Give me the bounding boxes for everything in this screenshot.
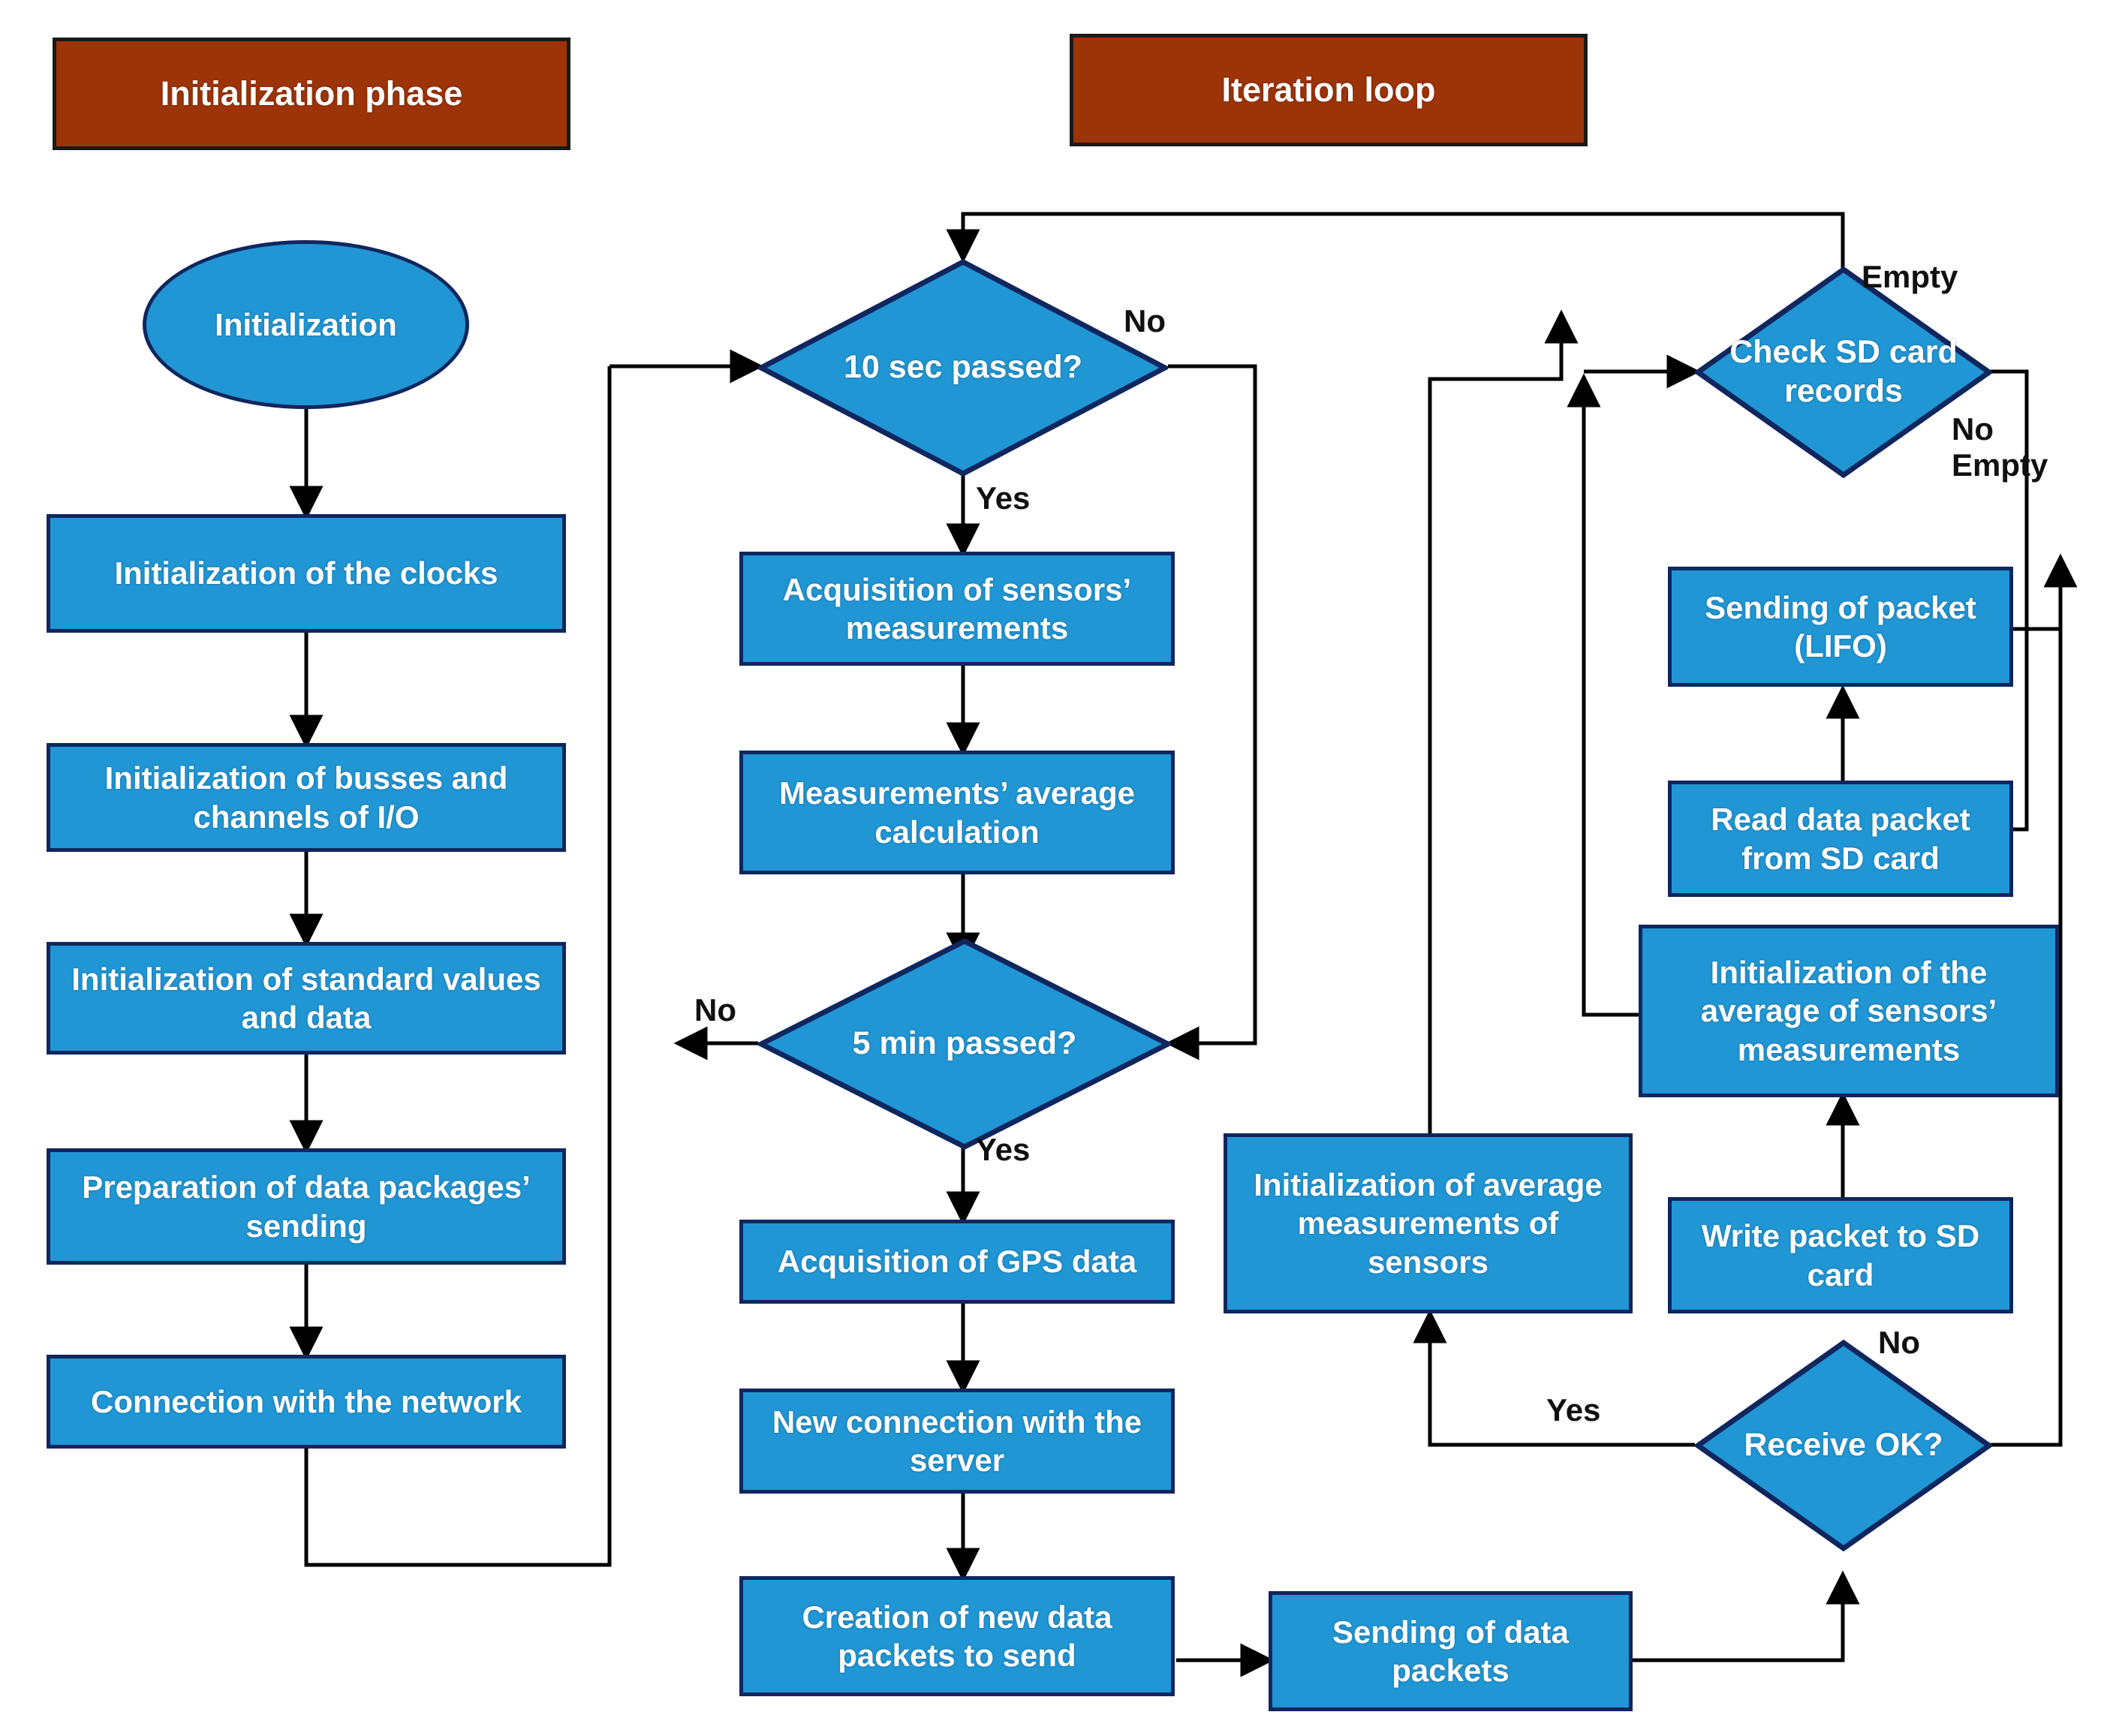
node-acq-sensors: Acquisition of sensors’ measurements: [739, 552, 1175, 666]
node-init-avg-of-sensors: Initialization of the average of sensors…: [1639, 925, 2059, 1097]
node-avg-calculation-label: Measurements’ average calculation: [779, 775, 1135, 850]
edge-label-no-5min: No: [694, 992, 736, 1027]
diamond-shape-5min: [755, 938, 1174, 1150]
edge-label-yes-5min: Yes: [976, 1132, 1031, 1167]
node-sending-packet-lifo-label: Sending of packet (LIFO): [1705, 589, 1976, 663]
edge-label-empty-sd: Empty: [1862, 259, 1958, 294]
node-init-clocks-label: Initialization of the clocks: [114, 555, 498, 591]
node-five-min-passed: 5 min passed?: [755, 938, 1174, 1150]
node-init-busses-label: Initialization of busses and channels of…: [104, 760, 508, 835]
node-acq-sensors-label: Acquisition of sensors’ measurements: [782, 571, 1132, 645]
banner-iteration-loop-label: Iteration loop: [1221, 70, 1436, 109]
node-write-packet-sd: Write packet to SD card: [1668, 1197, 2013, 1313]
node-read-packet-sd-label: Read data packet from SD card: [1711, 802, 1970, 876]
banner-initialization-phase-label: Initialization phase: [160, 74, 463, 113]
node-new-connection-server: New connection with the server: [739, 1388, 1175, 1494]
node-initialization: Initialization: [143, 240, 469, 409]
node-write-packet-sd-label: Write packet to SD card: [1701, 1218, 1980, 1292]
node-sending-data-packets: Sending of data packets: [1269, 1591, 1633, 1711]
edge-label-no-10sec: No: [1124, 303, 1166, 338]
arrow-group-plain: [304, 366, 612, 1567]
node-check-sd-records-label: Check SD card records: [1729, 334, 1958, 409]
node-ten-sec-passed: 10 sec passed?: [755, 259, 1171, 477]
diamond-shape-receive-ok: [1693, 1339, 1994, 1552]
banner-initialization-phase: Initialization phase: [53, 38, 570, 150]
node-read-packet-sd: Read data packet from SD card: [1668, 781, 2013, 897]
node-init-avg-of-sensors-label: Initialization of the average of sensors…: [1700, 955, 1997, 1067]
banner-iteration-loop: Iteration loop: [1070, 34, 1588, 146]
node-new-connection-server-label: New connection with the server: [772, 1404, 1142, 1478]
edge-label-yes-10sec: Yes: [976, 480, 1031, 516]
node-prep-data-packages: Preparation of data packages’ sending: [47, 1148, 566, 1265]
edge-label-no-receive: No: [1878, 1325, 1920, 1360]
node-creation-packets-label: Creation of new data packets to send: [802, 1599, 1112, 1673]
node-acq-gps-label: Acquisition of GPS data: [777, 1244, 1137, 1280]
node-five-min-passed-label: 5 min passed?: [852, 1025, 1077, 1062]
node-acq-gps: Acquisition of GPS data: [739, 1220, 1175, 1304]
node-receive-ok: Receive OK?: [1693, 1339, 1994, 1552]
node-initialization-label: Initialization: [215, 306, 397, 342]
node-init-avg-measurements: Initialization of average measurements o…: [1224, 1133, 1633, 1313]
node-init-standard-values-label: Initialization of standard values and da…: [71, 961, 541, 1035]
node-sending-data-packets-label: Sending of data packets: [1332, 1614, 1569, 1688]
node-sending-packet-lifo: Sending of packet (LIFO): [1668, 567, 2013, 687]
node-avg-calculation: Measurements’ average calculation: [739, 751, 1175, 874]
node-check-sd-records: Check SD card records: [1693, 266, 1994, 479]
node-prep-data-packages-label: Preparation of data packages’ sending: [82, 1169, 531, 1244]
edge-label-yes-receive: Yes: [1546, 1392, 1601, 1428]
diamond-shape-10sec: [755, 259, 1171, 477]
node-creation-packets: Creation of new data packets to send: [739, 1576, 1175, 1696]
node-init-avg-measurements-label: Initialization of average measurements o…: [1254, 1167, 1603, 1280]
node-init-clocks: Initialization of the clocks: [47, 514, 566, 633]
diamond-shape-check-sd: [1693, 266, 1994, 479]
node-connection-network-label: Connection with the network: [91, 1383, 522, 1419]
edge-label-no-empty-sd: No Empty: [1952, 411, 2048, 483]
node-init-busses: Initialization of busses and channels of…: [47, 743, 566, 852]
node-receive-ok-label: Receive OK?: [1744, 1427, 1943, 1464]
node-ten-sec-passed-label: 10 sec passed?: [844, 349, 1082, 386]
node-init-standard-values: Initialization of standard values and da…: [47, 942, 566, 1055]
node-connection-network: Connection with the network: [47, 1355, 566, 1449]
